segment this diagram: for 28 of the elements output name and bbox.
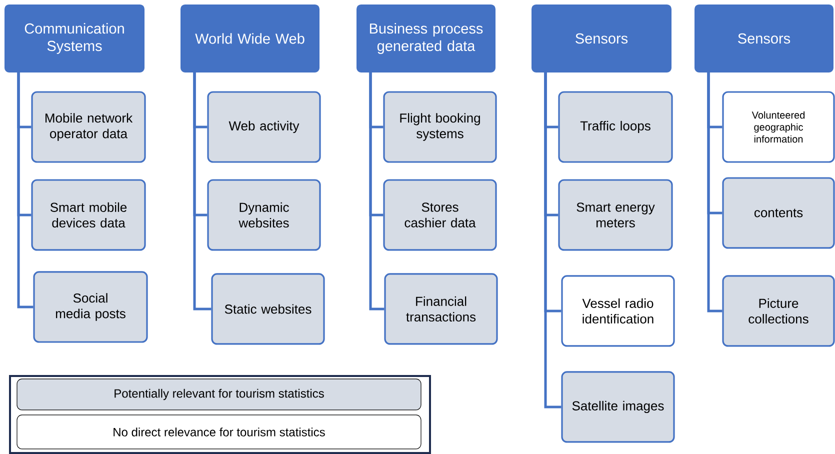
category-box: World Wide Web — [180, 4, 320, 72]
legend-label: No direct relevance for tourism statistics — [114, 428, 325, 436]
connector-line — [707, 72, 722, 312]
category-box: Sensors — [532, 4, 672, 72]
data-source-box: Satellite images — [561, 371, 675, 443]
data-source-box: Dynamic websites — [207, 179, 321, 251]
data-source-box: Financial transactions — [384, 273, 498, 345]
category-box: Business process generated data — [356, 4, 496, 72]
data-source-box: Flight booking systems — [383, 91, 497, 163]
data-source-box: Static websites — [211, 273, 325, 345]
data-source-box: Web activity — [207, 91, 321, 163]
category-box: Communication Systems — [4, 4, 144, 72]
connector-line — [369, 72, 384, 310]
connector-line — [17, 72, 34, 308]
connector-line — [193, 72, 212, 310]
category-box: Sensors — [694, 4, 834, 72]
data-source-box: Smart energy meters — [558, 179, 673, 251]
connector-line — [544, 72, 562, 408]
data-source-box: Traffic loops — [558, 91, 673, 163]
legend-label: Potentially relevant for tourism statistics — [114, 388, 324, 400]
data-source-box: Mobile network operator data — [31, 91, 146, 163]
data-source-box: Volunteered geographic information — [722, 91, 835, 163]
data-source-box: Social media posts — [33, 271, 148, 343]
data-source-box: Smart mobile devices data — [31, 179, 146, 251]
data-source-box: Vessel radio identification — [561, 275, 675, 347]
data-source-box: Stores cashier data — [383, 179, 497, 251]
data-source-box: Picture collections — [722, 275, 835, 347]
data-source-box: contents — [722, 177, 835, 249]
